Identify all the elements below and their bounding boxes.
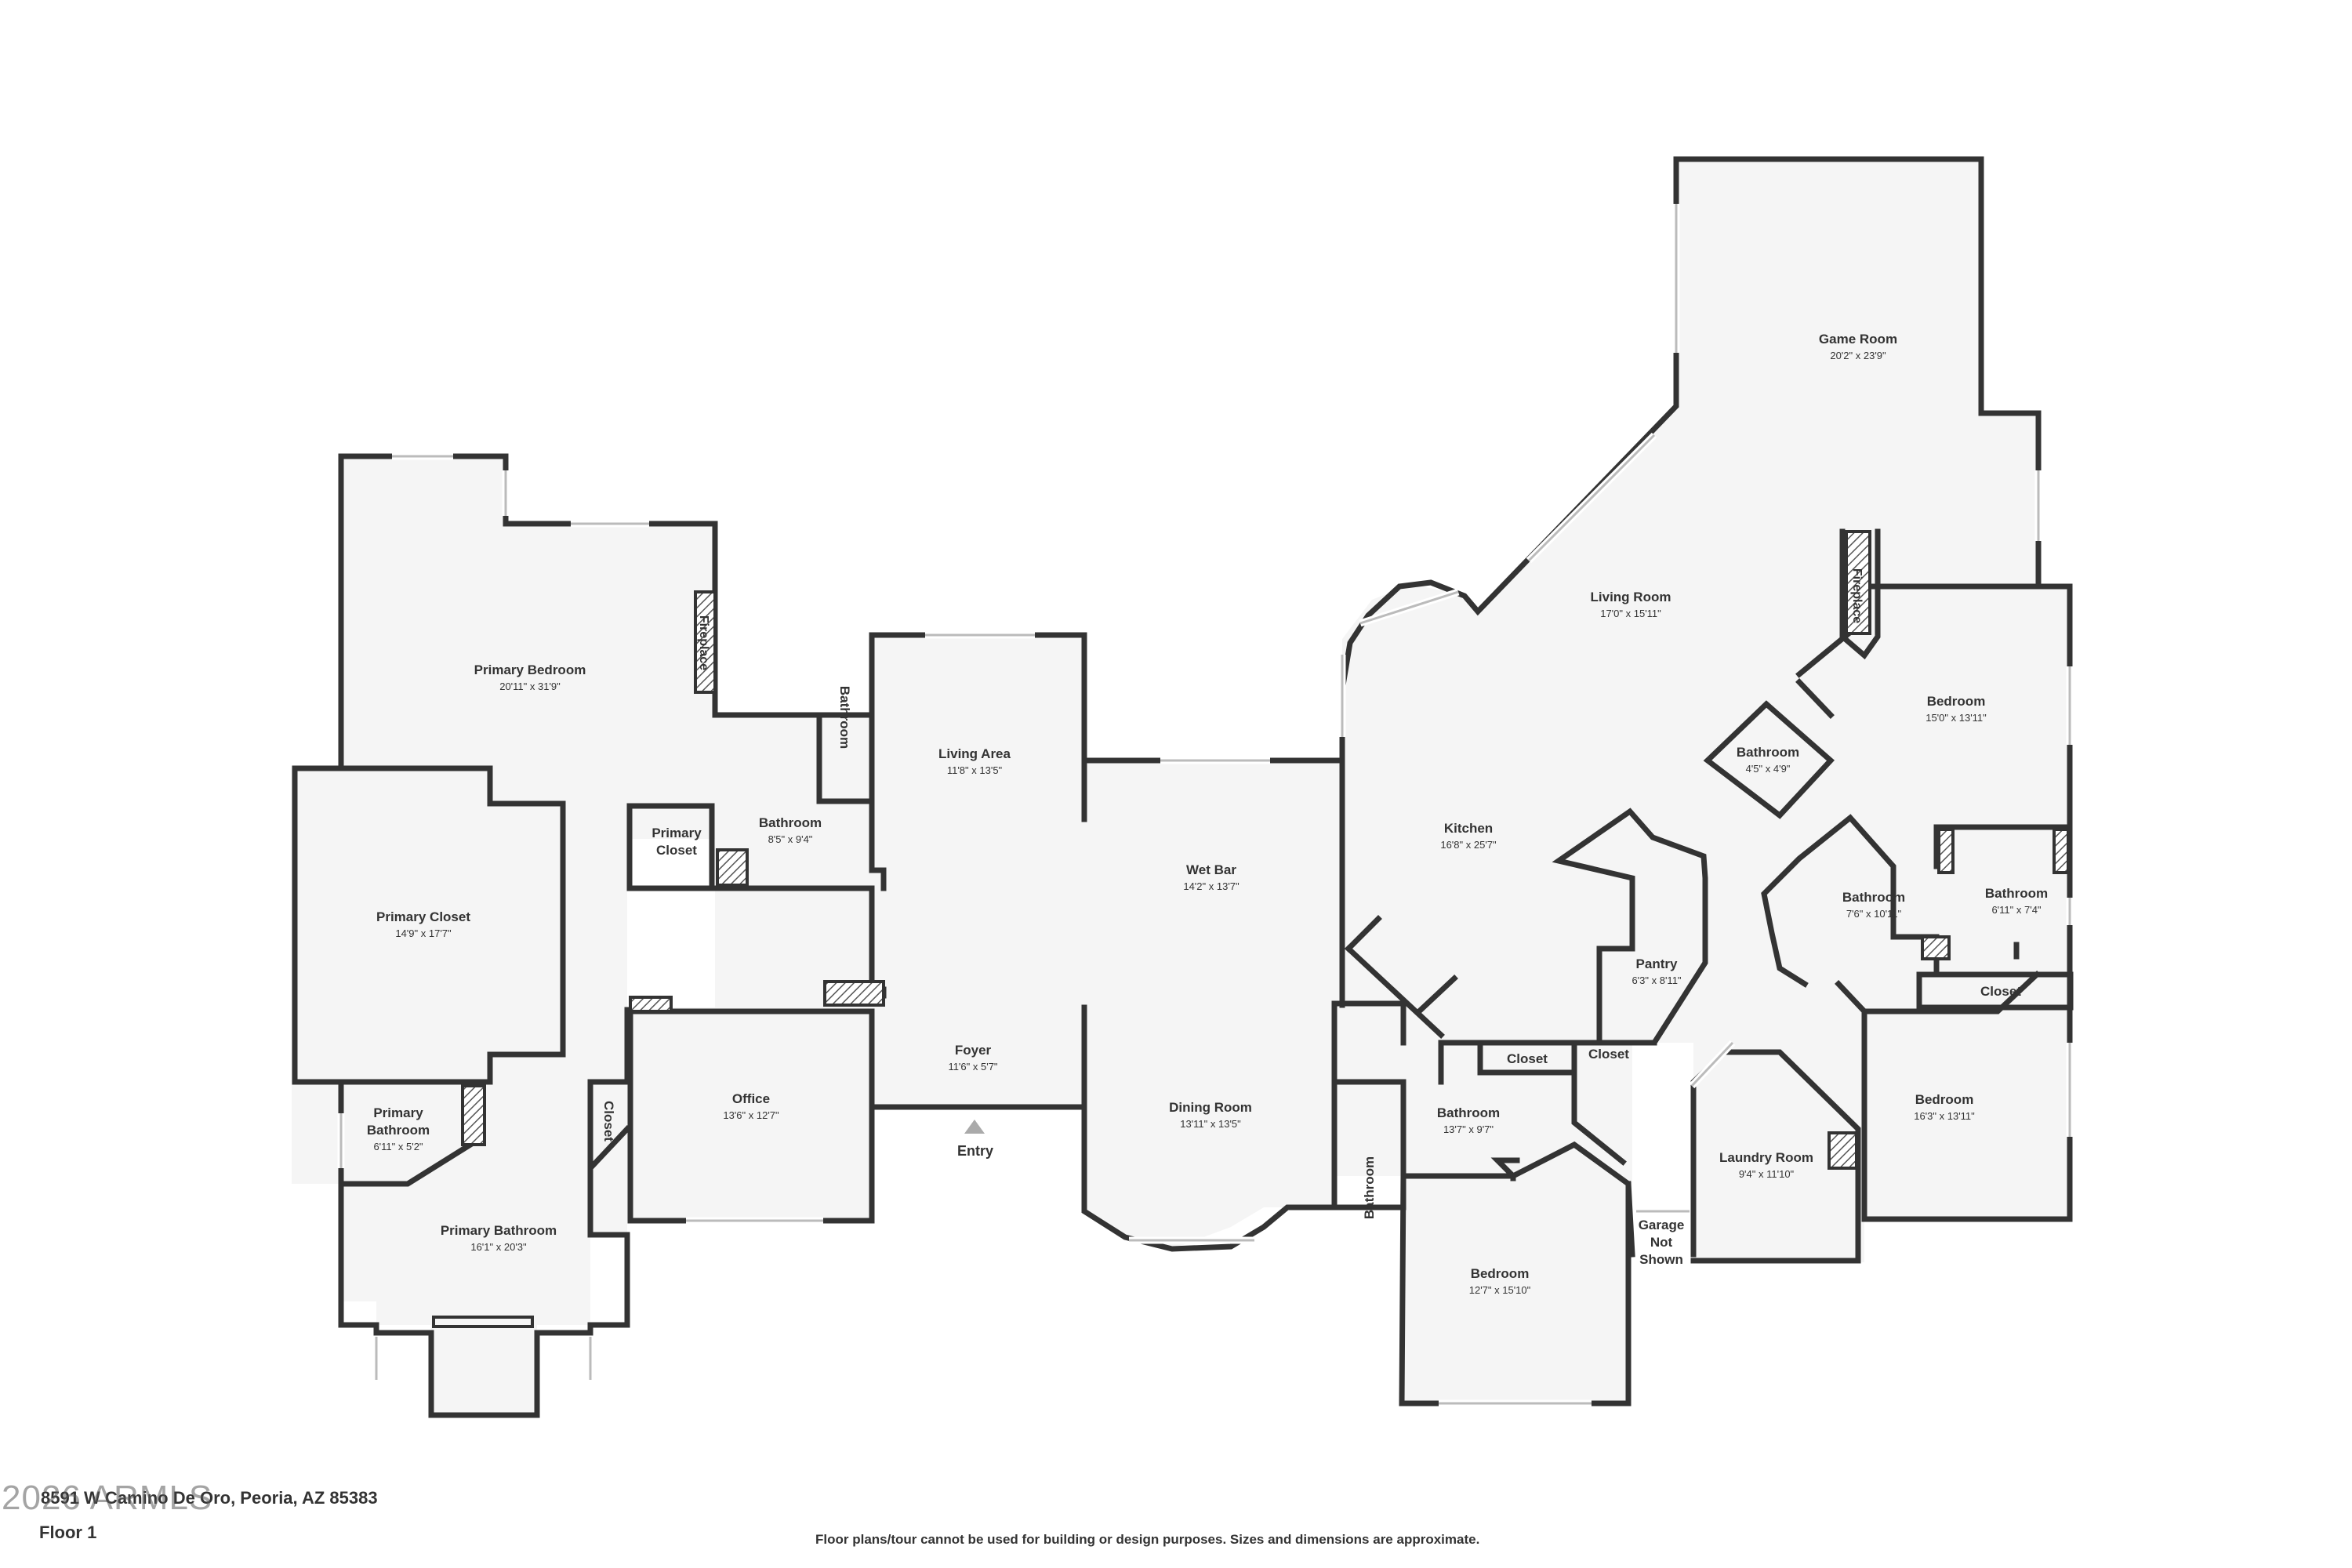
room-kitchen-dim: 16'8" x 25'7" xyxy=(1440,839,1497,851)
room-wet-bar-name: Wet Bar xyxy=(1186,862,1236,877)
room-bathroom-45-dim: 4'5" x 4'9" xyxy=(1746,763,1791,775)
room-game-room-dim: 20'2" x 23'9" xyxy=(1830,350,1886,361)
room-bedroom-150-dim: 15'0" x 13'11" xyxy=(1926,712,1987,724)
room-living-area-dim: 11'8" x 13'5" xyxy=(947,764,1003,776)
fireplace-label-living-room: Fireplace xyxy=(1850,568,1864,623)
room-bathroom-137-dim: 13'7" x 9'7" xyxy=(1443,1123,1494,1135)
room-bathroom-76-dim: 7'6" x 10'11" xyxy=(1846,908,1902,920)
windows xyxy=(337,204,2074,1407)
disclaimer-text: Floor plans/tour cannot be used for buil… xyxy=(815,1532,1480,1547)
room-garage-line1: Garage xyxy=(1639,1218,1685,1232)
room-bathroom-611-dim: 6'11" x 7'4" xyxy=(1991,904,2041,916)
room-primary-bathroom-small-line2: Bathroom xyxy=(367,1123,430,1138)
room-bathroom-center-dim: 8'5" x 9'4" xyxy=(768,833,813,845)
room-closet-office-name: Closet xyxy=(601,1101,616,1142)
room-primary-bathroom-small-line1: Primary xyxy=(373,1105,423,1120)
room-hall-bathroom-small-name: Bathroom xyxy=(837,686,852,749)
room-foyer-name: Foyer xyxy=(955,1043,992,1058)
watermark-text: 2026 ARMLS xyxy=(2,1479,213,1517)
room-primary-bathroom-large-name: Primary Bathroom xyxy=(441,1223,557,1238)
room-bedroom-127-name: Bedroom xyxy=(1471,1266,1530,1281)
room-closet-hall-1-name: Closet xyxy=(1507,1051,1548,1066)
floor-fills xyxy=(292,159,2070,1415)
room-dining-room-name: Dining Room xyxy=(1169,1100,1252,1115)
entry-arrow-icon xyxy=(964,1120,985,1134)
room-office-dim: 13'6" x 12'7" xyxy=(723,1109,779,1121)
room-primary-bathroom-small-dim: 6'11" x 5'2" xyxy=(373,1141,423,1152)
room-bathroom-hall-vertical-name: Bathroom xyxy=(1362,1156,1377,1219)
room-laundry-name: Laundry Room xyxy=(1719,1150,1813,1165)
room-bedroom-163-name: Bedroom xyxy=(1915,1092,1974,1107)
room-bathroom-76-name: Bathroom xyxy=(1842,890,1905,905)
room-bedroom-150-name: Bedroom xyxy=(1927,694,1986,709)
room-bedroom-163-dim: 16'3" x 13'11" xyxy=(1914,1110,1975,1122)
room-labels: Game Room 20'2" x 23'9" Living Room 17'0… xyxy=(367,332,2048,1296)
room-pantry-name: Pantry xyxy=(1636,956,1678,971)
room-living-room-name: Living Room xyxy=(1591,590,1671,604)
address-text: 8591 W Camino De Oro, Peoria, AZ 85383 xyxy=(41,1488,378,1508)
room-bathroom-137-name: Bathroom xyxy=(1437,1105,1500,1120)
room-foyer-dim: 11'6" x 5'7" xyxy=(948,1061,997,1073)
room-closet-east-name: Closet xyxy=(1980,984,2021,999)
room-bedroom-127-dim: 12'7" x 15'10" xyxy=(1469,1284,1531,1296)
room-garage-line2: Not xyxy=(1650,1235,1673,1250)
fireplace-label-primary-bedroom: Fireplace xyxy=(697,615,710,670)
room-primary-bedroom-dim: 20'11" x 31'9" xyxy=(499,681,561,692)
room-primary-closet-name: Primary Closet xyxy=(376,909,470,924)
room-garage-line3: Shown xyxy=(1639,1252,1683,1267)
room-wet-bar-dim: 14'2" x 13'7" xyxy=(1183,880,1240,892)
room-kitchen-name: Kitchen xyxy=(1444,821,1493,836)
room-primary-closet-small-line2: Closet xyxy=(656,843,697,858)
room-primary-closet-small-line1: Primary xyxy=(652,826,702,840)
room-primary-closet-dim: 14'9" x 17'7" xyxy=(395,927,452,939)
room-game-room-name: Game Room xyxy=(1819,332,1897,347)
room-dining-room-dim: 13'11" x 13'5" xyxy=(1180,1118,1241,1130)
room-pantry-dim: 6'3" x 8'11" xyxy=(1632,975,1681,986)
room-bathroom-center-name: Bathroom xyxy=(759,815,822,830)
floor-label: Floor 1 xyxy=(39,1523,97,1542)
room-office-name: Office xyxy=(732,1091,770,1106)
room-bathroom-45-name: Bathroom xyxy=(1737,745,1799,760)
room-primary-bedroom-name: Primary Bedroom xyxy=(474,662,586,677)
room-laundry-dim: 9'4" x 11'10" xyxy=(1739,1168,1795,1180)
room-primary-bathroom-large-dim: 16'1" x 20'3" xyxy=(470,1241,527,1253)
room-bathroom-611-name: Bathroom xyxy=(1985,886,2048,901)
room-living-room-dim: 17'0" x 15'11" xyxy=(1600,608,1661,619)
room-closet-hall-2-name: Closet xyxy=(1588,1047,1629,1062)
room-living-area-name: Living Area xyxy=(938,746,1011,761)
entry-label: Entry xyxy=(957,1143,994,1159)
